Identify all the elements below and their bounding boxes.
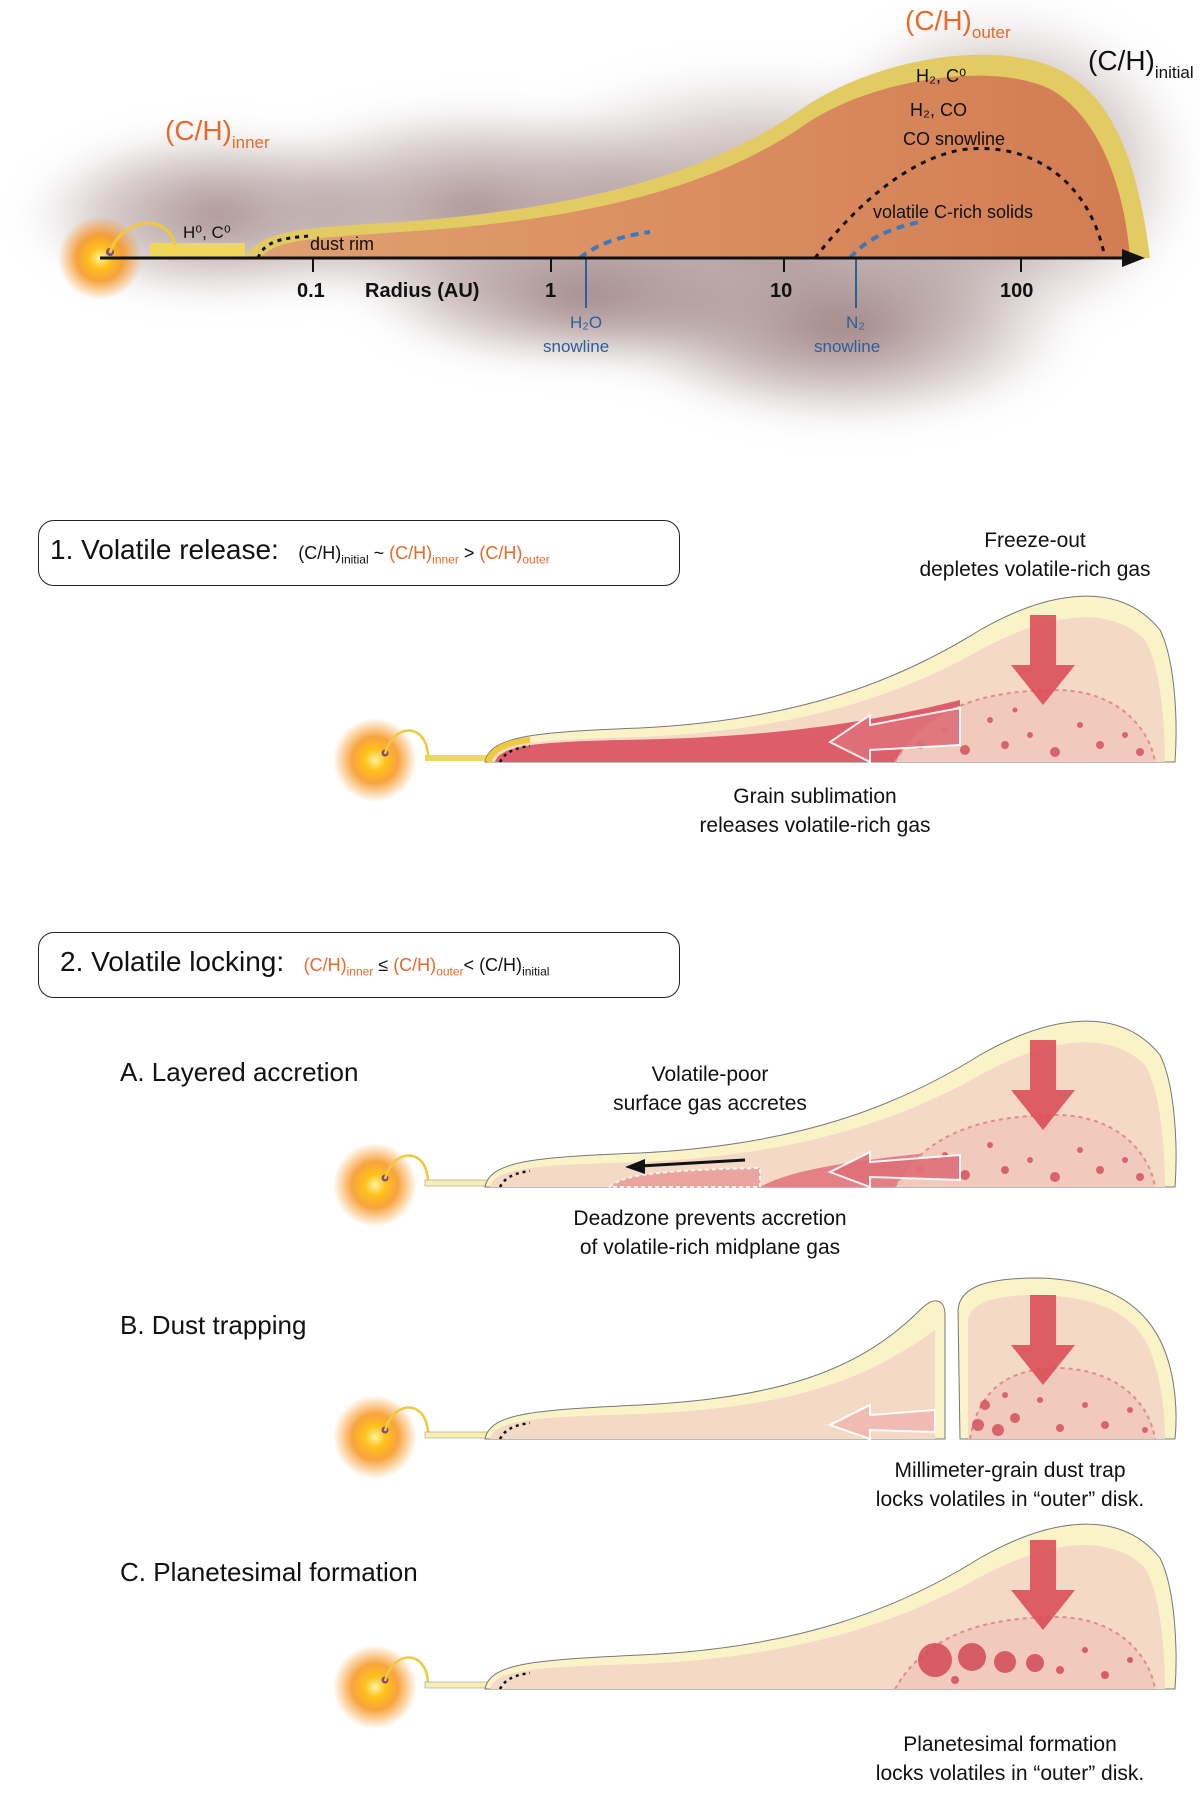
section2b-disk xyxy=(333,1277,1177,1479)
section1-title: 1. Volatile release: xyxy=(50,534,279,565)
section1-disk xyxy=(333,595,1177,802)
radius-axis-arrow xyxy=(1122,249,1145,267)
dust-rim-label: dust rim xyxy=(310,234,374,254)
section2-equation: (C/H)inner ≤ (C/H)outer< (C/H)initial xyxy=(303,955,550,979)
star xyxy=(333,1395,417,1479)
magnetospheric-loop xyxy=(108,221,177,254)
surface-accretion-arrowhead xyxy=(625,1159,645,1174)
dust-region xyxy=(894,1615,1156,1690)
n2-snowline-label: snowline xyxy=(814,337,880,356)
inner-gas-layer xyxy=(150,243,245,258)
dust-grains xyxy=(916,707,1144,757)
co-snowline-curve xyxy=(813,147,1107,259)
h2-c0-label: H₂, C⁰ xyxy=(916,66,966,86)
volatile-solids-label: volatile C-rich solids xyxy=(873,202,1033,222)
freeze-out-arrow xyxy=(1011,1295,1075,1385)
planetesimals xyxy=(918,1643,1133,1684)
section1-header: 1. Volatile release: (C/H)initial ~ (C/H… xyxy=(50,534,550,567)
dust-rim-curve xyxy=(498,1421,531,1440)
layered-accretion-title: A. Layered accretion xyxy=(120,1057,359,1087)
axis-title: Radius (AU) xyxy=(365,280,479,302)
star xyxy=(333,1143,417,1227)
h2o-label: H₂O xyxy=(570,313,602,332)
freeze-out-arrow xyxy=(1011,1040,1075,1130)
h2o-snowline-label: snowline xyxy=(543,337,609,356)
ch-outer-label: (C/H)outer xyxy=(905,5,1011,42)
ch-inner-label: (C/H)inner xyxy=(165,115,270,152)
freeze-out-arrow xyxy=(1011,615,1075,705)
tick-label-0.1: 0.1 xyxy=(297,280,325,302)
dust-grains xyxy=(972,1392,1148,1436)
star xyxy=(333,718,417,802)
dust-rim-curve xyxy=(498,1169,531,1188)
inner-disk-body xyxy=(490,1330,935,1439)
tick-label-1: 1 xyxy=(545,280,556,302)
inner-gas-layer xyxy=(424,1179,491,1187)
section2-title: 2. Volatile locking: xyxy=(60,946,285,977)
co-snowline-label: CO snowline xyxy=(903,129,1005,149)
section1-header-box xyxy=(38,520,680,586)
section2a-disk xyxy=(333,1020,1177,1227)
planetesimal-formation-title: C. Planetesimal formation xyxy=(120,1557,418,1587)
ch-initial-label: (C/H)initial xyxy=(1088,45,1194,82)
tick-label-100: 100 xyxy=(1000,280,1033,302)
inner-gas-layer xyxy=(424,1681,491,1689)
section2c-disk xyxy=(333,1523,1177,1729)
tick-label-10: 10 xyxy=(770,280,792,302)
star xyxy=(333,1645,417,1729)
n2-label: N₂ xyxy=(846,313,865,332)
magnetospheric-loop xyxy=(383,1154,430,1181)
h2-co-label: H₂, CO xyxy=(910,100,967,120)
inner-gas-layer xyxy=(424,1431,491,1439)
blocked-drift-arrow xyxy=(827,1403,936,1441)
magnetospheric-loop xyxy=(383,729,430,756)
disk-body xyxy=(260,75,1130,258)
n2-snowline-curve xyxy=(848,220,921,260)
section2-header-box xyxy=(38,932,680,998)
dust-rim-curve xyxy=(498,1671,531,1690)
sublimation-arrow xyxy=(828,706,961,764)
section1-equation: (C/H)initial ~ (C/H)inner > (C/H)outer xyxy=(298,543,550,567)
magnetospheric-loop xyxy=(383,1406,430,1433)
dust-rim-curve xyxy=(498,744,531,763)
dust-trapping-title: B. Dust trapping xyxy=(120,1310,307,1340)
inner-rim-layer xyxy=(485,737,531,764)
section2-header: 2. Volatile locking: (C/H)inner ≤ (C/H)o… xyxy=(60,946,549,979)
midplane-arrow xyxy=(827,1150,961,1189)
h0-c0-label: H⁰, C⁰ xyxy=(183,223,231,242)
freeze-out-arrow xyxy=(1011,1540,1075,1630)
magnetospheric-loop xyxy=(383,1656,430,1683)
inner-gas-layer xyxy=(425,755,490,761)
h2o-snowline-curve xyxy=(578,230,651,260)
deadzone-region xyxy=(607,1166,761,1188)
surface-accretion-arrow xyxy=(639,1158,746,1168)
